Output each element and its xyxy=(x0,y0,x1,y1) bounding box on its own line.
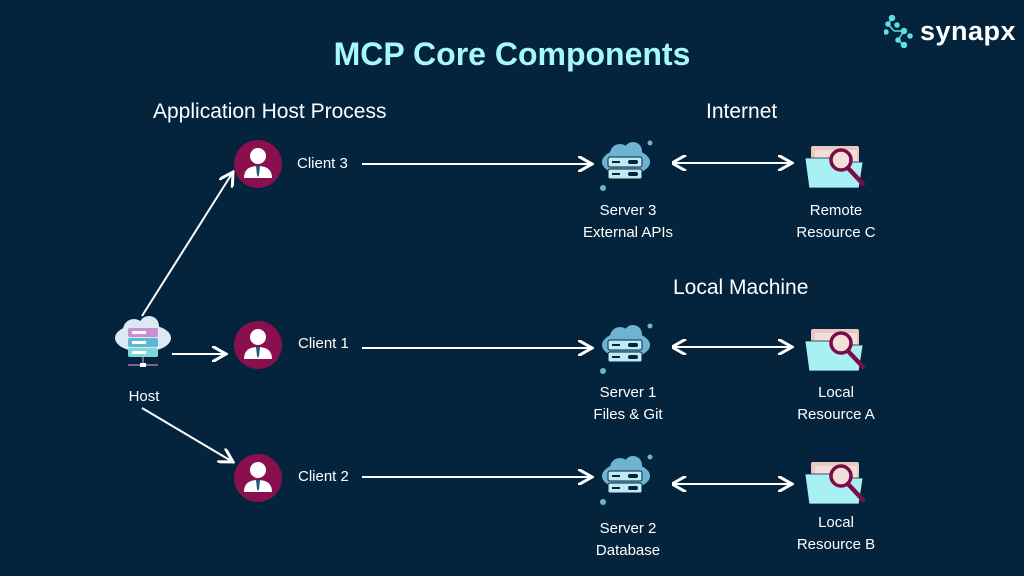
server-3-name: Server 3 xyxy=(599,202,657,219)
cloud-server-icon xyxy=(600,323,653,374)
resource-a-node[interactable] xyxy=(803,325,869,380)
server-1-label: Server 1 Files & Git xyxy=(568,382,688,426)
resource-a-line2: Resource A xyxy=(797,406,875,423)
resource-c-label: Remote Resource C xyxy=(776,200,896,244)
folder-search-icon xyxy=(804,146,866,189)
server-3-desc: External APIs xyxy=(582,224,674,241)
resource-b-label: Local Resource B xyxy=(776,512,896,556)
server-2-node[interactable] xyxy=(598,452,656,511)
server-3-node[interactable] xyxy=(598,138,656,197)
resource-a-label: Local Resource A xyxy=(776,382,896,426)
server-2-desc: Database xyxy=(595,542,661,559)
server-1-desc: Files & Git xyxy=(593,406,663,423)
host-server-icon xyxy=(115,316,171,367)
server-3-label: Server 3 External APIs xyxy=(568,200,688,244)
resource-c-line2: Resource C xyxy=(796,224,876,241)
section-internet: Internet xyxy=(706,100,778,123)
arrow-host-client3 xyxy=(141,172,233,317)
arrow-host-client2 xyxy=(141,407,233,462)
server-2-label: Server 2 Database xyxy=(568,518,688,562)
folder-search-icon xyxy=(804,329,866,372)
client-1-node[interactable] xyxy=(234,321,282,374)
brand-name: synapx xyxy=(920,15,1017,46)
host-label: Host xyxy=(128,388,160,405)
client-3-node[interactable] xyxy=(234,140,282,193)
client-avatar-icon xyxy=(234,454,282,502)
section-local-machine: Local Machine xyxy=(673,276,809,299)
client-1-label: Client 1 xyxy=(298,335,349,352)
server-1-node[interactable] xyxy=(598,321,656,380)
cloud-server-icon xyxy=(600,454,653,505)
resource-b-line1: Local xyxy=(818,514,854,531)
host-node[interactable] xyxy=(112,316,174,377)
cloud-server-icon xyxy=(600,140,653,191)
client-avatar-icon xyxy=(234,140,282,188)
resource-c-line1: Remote xyxy=(809,202,863,219)
server-1-name: Server 1 xyxy=(599,384,657,401)
resource-a-line1: Local xyxy=(818,384,854,401)
client-2-label: Client 2 xyxy=(298,468,349,485)
folder-search-icon xyxy=(804,462,866,505)
brand-logo: synapx xyxy=(884,14,1016,48)
page-title: MCP Core Components xyxy=(333,36,691,72)
resource-b-node[interactable] xyxy=(803,458,869,513)
section-host-process: Application Host Process xyxy=(153,100,387,123)
resource-c-node[interactable] xyxy=(803,142,869,197)
resource-b-line2: Resource B xyxy=(796,536,876,553)
server-2-name: Server 2 xyxy=(599,520,657,537)
client-3-label: Client 3 xyxy=(297,155,348,172)
client-avatar-icon xyxy=(234,321,282,369)
synapx-logo-icon xyxy=(884,14,913,48)
client-2-node[interactable] xyxy=(234,454,282,507)
